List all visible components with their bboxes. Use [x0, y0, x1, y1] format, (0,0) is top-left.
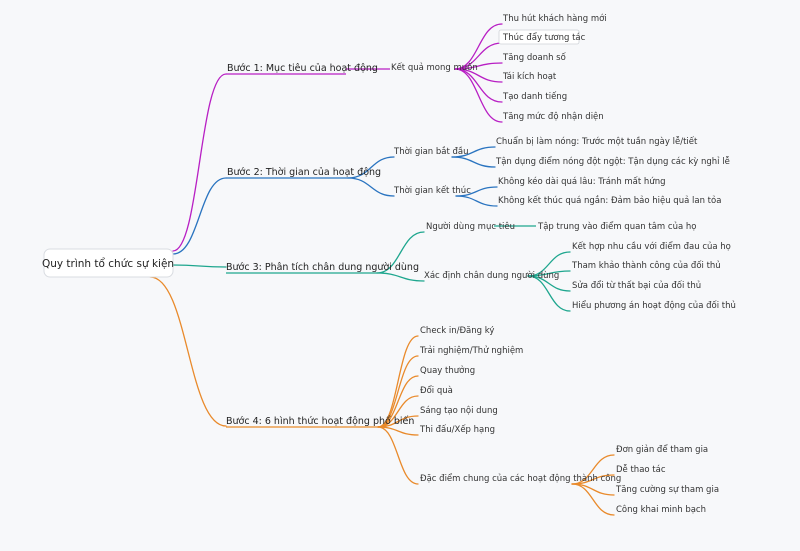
step-1-group-1-label[interactable]: Kết quả mong muốn	[391, 62, 478, 73]
root-label: Quy trình tổ chức sự kiện	[42, 257, 174, 270]
step-4-item-2[interactable]: Dễ thao tác	[616, 464, 666, 475]
connector-step-4-group-2	[377, 355, 419, 428]
step-4-group-5-label[interactable]: Sáng tạo nội dung	[420, 405, 498, 416]
step-3-item-4[interactable]: Sửa đổi từ thất bại của đối thủ	[572, 280, 701, 291]
step-1-item-4[interactable]: Tái kích hoạt	[502, 72, 557, 82]
connector-layer	[149, 23, 615, 516]
step-1-item-5[interactable]: Tạo danh tiếng	[502, 91, 567, 102]
connector-step-3-group-2	[376, 272, 425, 282]
connector-step-4-group-7	[377, 426, 419, 485]
connector-step-3-item-5	[527, 275, 571, 312]
step-3-label[interactable]: Bước 3: Phân tích chân dung người dùng	[226, 262, 419, 273]
step-1-item-6[interactable]: Tăng mức độ nhận diện	[502, 111, 604, 122]
step-3-item-5[interactable]: Hiểu phương án hoạt động của đối thủ	[572, 300, 736, 311]
step-4-group-4-label[interactable]: Đổi quà	[420, 385, 453, 396]
step-3-group-2-label[interactable]: Xác định chân dung người dùng	[424, 270, 559, 281]
connector-root-step-3	[172, 264, 227, 268]
connector-step-2-group-1	[347, 156, 395, 179]
step-2-group-2-label[interactable]: Thời gian kết thúc	[393, 185, 471, 196]
step-2-item-1[interactable]: Chuẩn bị làm nóng: Trước một tuần ngày l…	[496, 136, 698, 147]
step-1-item-3[interactable]: Tăng doanh số	[502, 52, 567, 63]
connector-root-step-2	[172, 177, 227, 255]
step-4-label[interactable]: Bước 4: 6 hình thức hoạt động phổ biến	[226, 416, 414, 427]
connector-step-1-item-6	[454, 68, 503, 123]
step-2-group-1-label[interactable]: Thời gian bắt đầu	[393, 146, 469, 157]
step-2-label[interactable]: Bước 2: Thời gian của hoạt động	[227, 167, 381, 178]
step-2-item-3[interactable]: Không kéo dài quá lâu: Tránh mất hứng	[498, 176, 666, 187]
connector-step-4-group-6	[377, 426, 419, 436]
connector-step-4-item-4	[571, 483, 615, 516]
step-1-item-2[interactable]: Thúc đẩy tương tác	[502, 32, 586, 43]
step-4-item-4[interactable]: Công khai minh bạch	[616, 504, 706, 515]
step-3-item-1[interactable]: Tập trung vào điểm quan tâm của họ	[537, 221, 696, 232]
connector-root-step-4	[149, 276, 227, 427]
step-4-item-1[interactable]: Đơn giản để tham gia	[616, 444, 708, 455]
step-4-item-3[interactable]: Tăng cường sự tham gia	[615, 484, 719, 495]
root-node[interactable]: Quy trình tổ chức sự kiện	[42, 248, 174, 278]
connector-step-2-item-4	[455, 195, 498, 207]
step-3-item-3[interactable]: Tham khảo thành công của đối thủ	[571, 260, 721, 271]
connector-root-step-1	[172, 73, 227, 252]
step-1-item-1[interactable]: Thu hút khách hàng mới	[502, 13, 607, 24]
step-4-group-1-label[interactable]: Check in/Đăng ký	[420, 326, 494, 336]
connector-step-2-item-2	[451, 156, 496, 168]
step-4-group-7-label[interactable]: Đặc điểm chung của các hoạt động thành c…	[420, 473, 621, 484]
connector-step-2-group-2	[347, 177, 395, 197]
connector-step-4-group-1	[377, 335, 419, 428]
step-4-group-3-label[interactable]: Quay thưởng	[420, 365, 475, 376]
step-4-group-2-label[interactable]: Trải nghiệm/Thử nghiệm	[419, 345, 523, 356]
step-2-item-4[interactable]: Không kết thúc quá ngắn: Đảm bảo hiệu qu…	[498, 195, 721, 206]
step-3-group-1-label[interactable]: Người dùng mục tiêu	[426, 221, 515, 232]
step-3-item-2[interactable]: Kết hợp nhu cầu với điểm đau của họ	[572, 241, 731, 252]
connector-step-3-group-1	[376, 231, 425, 274]
selection-highlight	[498, 29, 580, 45]
step-1-label[interactable]: Bước 1: Mục tiêu của hoạt động	[227, 63, 378, 74]
step-4-group-6-label[interactable]: Thi đấu/Xếp hạng	[419, 424, 495, 435]
step-2-item-2[interactable]: Tận dụng điểm nóng đột ngột: Tận dụng cá…	[495, 156, 730, 167]
